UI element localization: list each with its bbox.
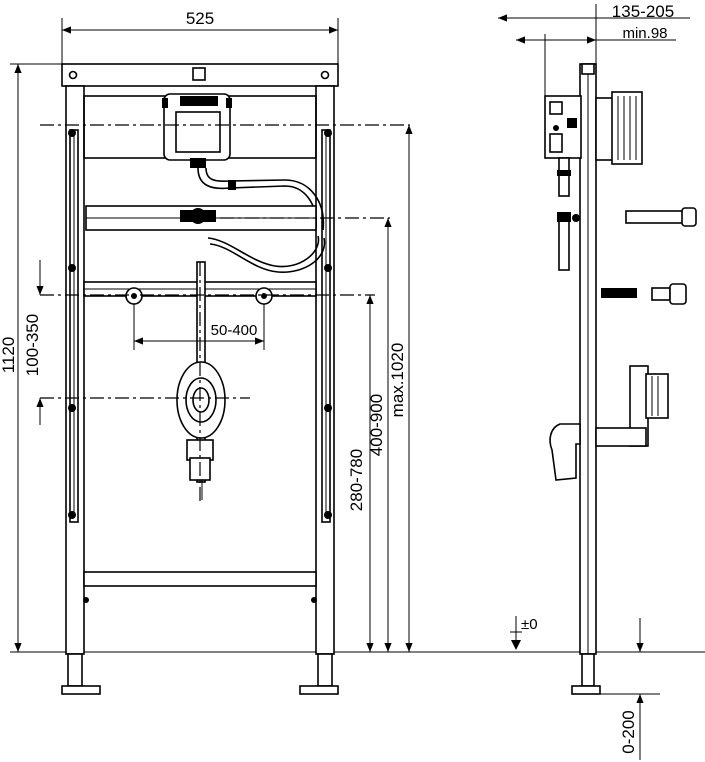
floor-level-label: ±0 bbox=[521, 616, 538, 633]
spacing-label: 50-400 bbox=[211, 322, 258, 339]
height-a-label: 280-780 bbox=[347, 449, 366, 511]
total-height-label: 1120 bbox=[0, 337, 18, 374]
min-depth-label: min.98 bbox=[622, 25, 667, 42]
nozzle-offset-label: 100-350 bbox=[23, 314, 42, 376]
foot-adjust-label: 0-200 bbox=[619, 710, 638, 753]
height-b-label: 400-900 bbox=[367, 394, 386, 456]
side-view bbox=[544, 63, 697, 695]
max-height-label: max.1020 bbox=[388, 343, 407, 418]
front-view bbox=[61, 63, 339, 695]
frame-width-label: 525 bbox=[186, 9, 214, 28]
depth-label: 135-205 bbox=[612, 2, 674, 21]
